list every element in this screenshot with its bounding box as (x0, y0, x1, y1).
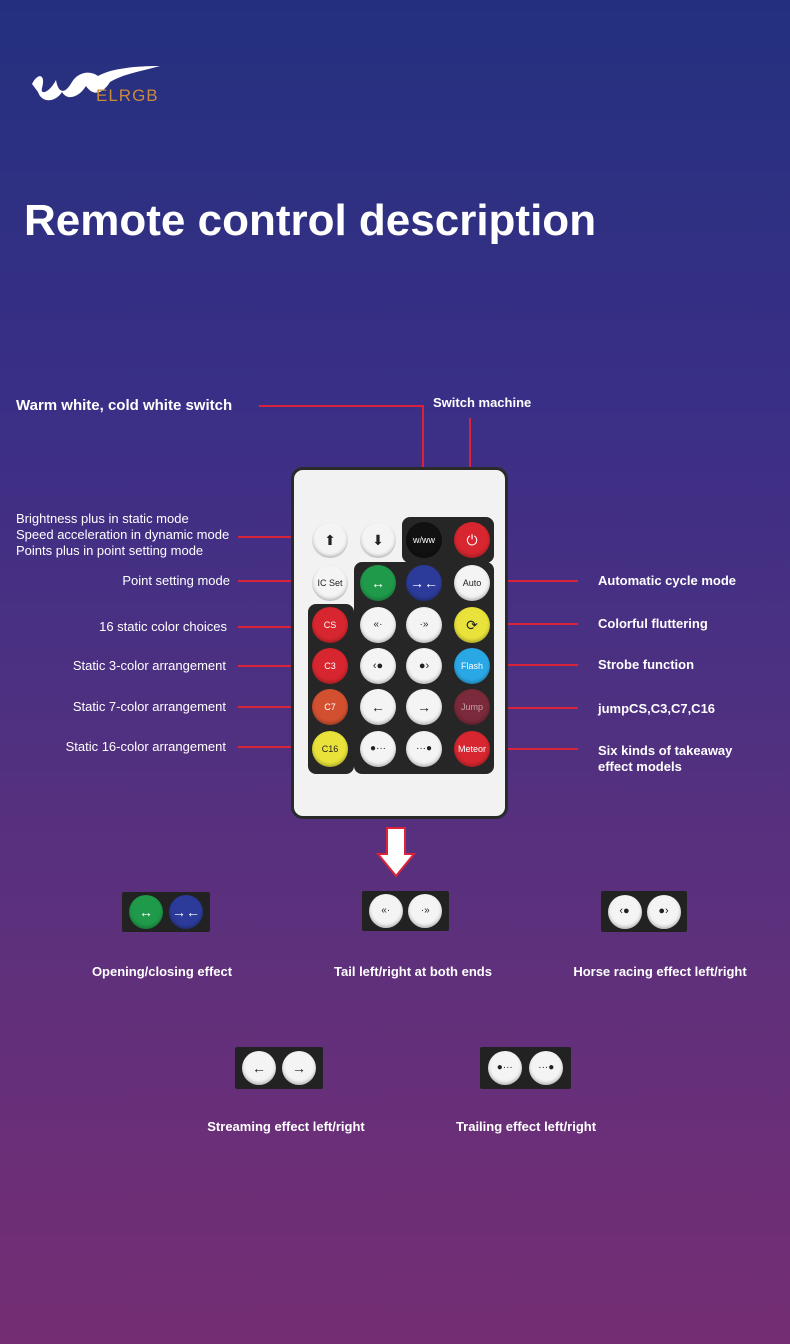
connector-line (470, 748, 578, 750)
colorful-button[interactable]: ⟳ (454, 607, 490, 643)
connector-line (238, 746, 320, 748)
connector-line (238, 706, 320, 708)
power-button[interactable]: ⏻ (454, 522, 490, 558)
label-six-kinds-2: effect models (598, 759, 682, 774)
brand-logo (32, 66, 160, 101)
horse-left-icon: ‹● (607, 894, 642, 929)
c16-button[interactable]: C16 (312, 731, 348, 767)
connector-line (470, 707, 578, 709)
stream-left-icon: ← (242, 1051, 276, 1085)
label-auto-cycle: Automatic cycle mode (598, 573, 736, 588)
horse-left-button[interactable]: ‹● (360, 648, 396, 684)
trail-left-icon: ●··· (487, 1051, 522, 1085)
tail-left-button[interactable]: «· (360, 607, 396, 643)
c3-button[interactable]: C3 (312, 648, 348, 684)
label-brightness-1: Brightness plus in static mode (16, 511, 189, 526)
label-brightness-2: Speed acceleration in dynamic mode (16, 527, 230, 542)
logo-text: ELRGB (96, 86, 159, 105)
label-jump: jumpCS,C3,C7,C16 (598, 701, 716, 716)
cycle-icon: ⟳ (466, 617, 478, 633)
tail-left-icon: «· (368, 894, 403, 928)
horse-right-button[interactable]: ●› (406, 648, 442, 684)
ic-set-button[interactable]: IC Set (312, 565, 348, 601)
remote-control: ⬆ ⬇ w/ww ⏻ IC Set ↔ →← Auto CS «· ·» ⟳ C… (291, 467, 508, 819)
tail-right-button[interactable]: ·» (406, 607, 442, 643)
label-static-16: 16 static color choices (99, 619, 227, 634)
label-brightness-3: Points plus in point setting mode (16, 543, 204, 558)
caption-tail: Tail left/right at both ends (334, 964, 492, 979)
trail-left-button[interactable]: ●··· (360, 731, 396, 767)
power-icon: ⏻ (466, 532, 478, 548)
brightness-up-button[interactable]: ⬆ (312, 522, 348, 558)
trail-effect-strip: ●··· ···● (480, 1047, 571, 1089)
meteor-button[interactable]: Meteor (454, 731, 490, 767)
label-point-setting: Point setting mode (122, 573, 230, 588)
jump-button[interactable]: Jump (454, 689, 490, 725)
tail-effect-strip: «· ·» (362, 891, 449, 931)
brightness-down-button[interactable]: ⬇ (360, 522, 396, 558)
connector-line (470, 664, 578, 666)
horse-right-icon: ●› (646, 894, 681, 929)
label-static-3: Static 3-color arrangement (72, 658, 226, 673)
connector-line (238, 665, 320, 667)
stream-effect-strip: ← → (235, 1047, 323, 1089)
connector-line (238, 580, 320, 582)
label-switch-machine: Switch machine (433, 395, 532, 410)
label-strobe: Strobe function (598, 657, 695, 672)
label-warm-white: Warm white, cold white switch (16, 397, 233, 414)
connector-line (259, 405, 424, 407)
stream-left-button[interactable]: ← (360, 689, 396, 725)
cs-button[interactable]: CS (312, 607, 348, 643)
caption-horse: Horse racing effect left/right (573, 964, 747, 979)
tail-right-icon: ·» (408, 894, 443, 928)
caption-streaming: Streaming effect left/right (207, 1119, 365, 1134)
auto-button[interactable]: Auto (454, 565, 490, 601)
flash-button[interactable]: Flash (454, 648, 490, 684)
connector-line (238, 626, 320, 628)
caption-opening: Opening/closing effect (91, 964, 233, 979)
opening-effect-button[interactable]: ↔ (360, 565, 396, 601)
opening-button: ↔ (129, 895, 163, 929)
label-static-7: Static 7-color arrangement (72, 699, 226, 714)
down-arrow-icon (376, 827, 416, 878)
opening-effect-strip: ↔ →← (122, 892, 210, 932)
stream-right-icon: → (282, 1051, 316, 1085)
closing-effect-button[interactable]: →← (406, 565, 442, 601)
label-colorful: Colorful fluttering (598, 616, 708, 631)
connector-line (470, 623, 578, 625)
trail-right-icon: ···● (529, 1051, 564, 1085)
stream-right-button[interactable]: → (406, 689, 442, 725)
horse-effect-strip: ‹● ●› (601, 891, 687, 932)
connector-line (238, 536, 320, 538)
c7-button[interactable]: C7 (312, 689, 348, 725)
caption-trailing: Trailing effect left/right (455, 1119, 597, 1134)
connector-line (422, 405, 424, 525)
closing-button: →← (169, 895, 203, 929)
page-title: Remote control description (24, 196, 597, 245)
trail-right-button[interactable]: ···● (406, 731, 442, 767)
label-six-kinds-1: Six kinds of takeaway (598, 743, 733, 758)
connector-line (470, 580, 578, 582)
www-button[interactable]: w/ww (406, 522, 442, 558)
label-static-16c: Static 16-color arrangement (65, 739, 226, 754)
